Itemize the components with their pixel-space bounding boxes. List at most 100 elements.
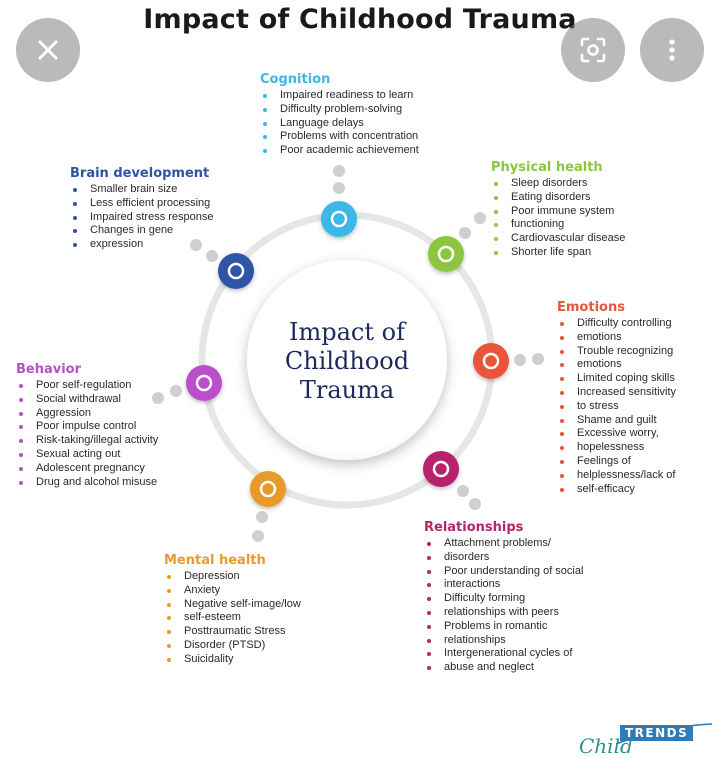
- list-item: helplessness/lack of: [557, 469, 676, 483]
- close-icon: [38, 40, 58, 60]
- list-item: Posttraumatic Stress: [164, 625, 301, 639]
- center-label-line-3: Trauma: [299, 376, 395, 404]
- connector-dot: [532, 353, 544, 365]
- list-item: Excessive worry,: [557, 427, 676, 441]
- connector-dot: [152, 392, 164, 404]
- list-item: hopelessness: [557, 441, 676, 455]
- node-physical: [428, 236, 464, 272]
- list-item: Social withdrawal: [16, 393, 158, 407]
- list-item: Impaired stress response: [70, 211, 214, 225]
- list-item: Limited coping skills: [557, 372, 676, 386]
- list-item: Shorter life span: [491, 246, 625, 260]
- list-item: Adolescent pregnancy: [16, 462, 158, 476]
- node-behavior: [186, 365, 222, 401]
- list-item: emotions: [557, 331, 676, 345]
- list-item: abuse and neglect: [424, 661, 583, 675]
- logo-trends: TRENDS: [620, 725, 694, 741]
- logo-child: Child: [579, 734, 633, 758]
- list-item: Problems with concentration: [260, 130, 419, 144]
- node-brain: [218, 253, 254, 289]
- connector-dot: [206, 250, 218, 262]
- center-label-line-1: Impact of: [289, 318, 405, 346]
- close-button[interactable]: [16, 18, 80, 82]
- more-vert-icon: [669, 39, 675, 61]
- list-item: Sexual acting out: [16, 448, 158, 462]
- node-emotions: [473, 343, 509, 379]
- list-item: functioning: [491, 218, 625, 232]
- list-item: Attachment problems/: [424, 537, 583, 551]
- list-item: Changes in gene: [70, 224, 214, 238]
- node-relationships: [423, 451, 459, 487]
- list-item: Trouble recognizing: [557, 345, 676, 359]
- list-item: Shame and guilt: [557, 414, 676, 428]
- section-title: Brain development: [70, 166, 210, 181]
- connector-dot: [459, 227, 471, 239]
- connector-dot: [333, 165, 345, 177]
- list-item: relationships: [424, 634, 583, 648]
- connector-dot: [256, 511, 268, 523]
- list-item: to stress: [557, 400, 676, 414]
- connector-dot: [474, 212, 486, 224]
- connector-dot: [333, 182, 345, 194]
- list-item: Poor self-regulation: [16, 379, 158, 393]
- category-nodes: [186, 201, 509, 507]
- center-disc: [247, 260, 447, 460]
- list-item: Risk-taking/illegal activity: [16, 434, 158, 448]
- list-item: Impaired readiness to learn: [260, 89, 419, 103]
- list-item: Poor academic achievement: [260, 144, 419, 158]
- list-item: Intergenerational cycles of: [424, 647, 583, 661]
- more-button[interactable]: [640, 18, 704, 82]
- list-item: Negative self-image/low: [164, 598, 301, 612]
- list-item: self-efficacy: [557, 483, 676, 497]
- connector-dots: [152, 165, 544, 542]
- connector-dot: [252, 530, 264, 542]
- list-item: Poor understanding of social: [424, 565, 583, 579]
- section-title: Behavior: [16, 362, 82, 377]
- list-item: Poor immune system: [491, 205, 625, 219]
- list-item: Difficulty controlling: [557, 317, 676, 331]
- list-item: Aggression: [16, 407, 158, 421]
- list-item: Difficulty forming: [424, 592, 583, 606]
- node-cognition: [321, 201, 357, 237]
- list-item: Anxiety: [164, 584, 301, 598]
- connector-dot: [469, 498, 481, 510]
- list-item: self-esteem: [164, 611, 301, 625]
- list-item: Increased sensitivity: [557, 386, 676, 400]
- section-title: Emotions: [557, 300, 625, 315]
- list-item: Difficulty problem-solving: [260, 103, 419, 117]
- lens-button[interactable]: [561, 18, 625, 82]
- list-item: Smaller brain size: [70, 183, 214, 197]
- list-item: Poor impulse control: [16, 420, 158, 434]
- list-item: Feelings of: [557, 455, 676, 469]
- section-title: Relationships: [424, 520, 524, 535]
- list-item: relationships with peers: [424, 606, 583, 620]
- list-item: Disorder (PTSD): [164, 639, 301, 653]
- node-mental: [250, 471, 286, 507]
- list-item: Less efficient processing: [70, 197, 214, 211]
- list-item: interactions: [424, 578, 583, 592]
- list-item: Depression: [164, 570, 301, 584]
- list-item: Problems in romantic: [424, 620, 583, 634]
- section-title: Mental health: [164, 553, 266, 568]
- center-label-line-2: Childhood: [284, 347, 410, 375]
- page-title: Impact of Childhood Trauma: [143, 4, 577, 35]
- connector-dot: [170, 385, 182, 397]
- connector-dot: [457, 485, 469, 497]
- child-trends-logo: TRENDS Child: [574, 722, 714, 758]
- connector-dot: [514, 354, 526, 366]
- list-item: Suicidality: [164, 653, 301, 667]
- list-item: disorders: [424, 551, 583, 565]
- connector-dot: [190, 239, 202, 251]
